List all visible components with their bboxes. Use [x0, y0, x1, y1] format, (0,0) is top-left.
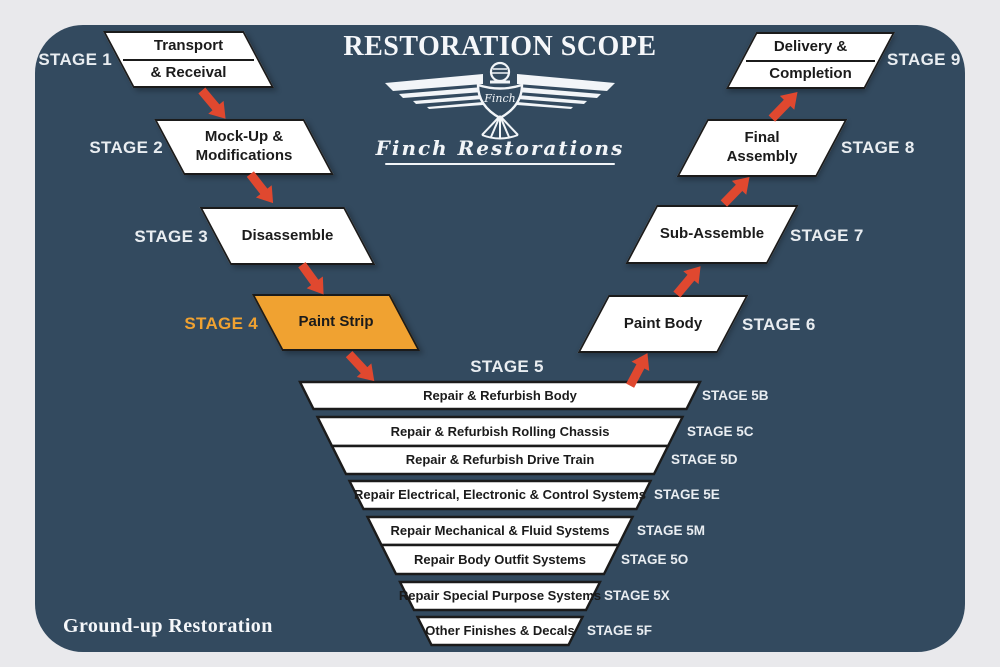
stage-3-box-text: Disassemble [241, 226, 334, 244]
funnel-row-shape-5E [347, 479, 653, 511]
funnel-row-title-5B: Repair & Refurbish Body [423, 388, 577, 403]
logo-tail [481, 115, 519, 140]
funnel-row-title-5E: Repair Electrical, Electronic & Control … [354, 487, 646, 502]
stage-7-box-text: Sub-Assemble [659, 225, 765, 243]
stage-6-box-text: Paint Body [623, 314, 703, 332]
funnel-row-label-5E: STAGE 5E [654, 487, 720, 502]
funnel-row-label-5B: STAGE 5B [702, 388, 769, 403]
arrow-stage-5-to-6 [620, 347, 657, 391]
stage-1-box: Transport & Receival [102, 31, 275, 88]
arrow-stage-7-to-8 [716, 169, 758, 212]
funnel-row-label-5D: STAGE 5D [671, 452, 738, 467]
funnel-row-shape-5D [330, 444, 670, 476]
stage-9-box-text-line1: Delivery & [773, 37, 848, 55]
arrow-stage-4-to-5 [341, 347, 383, 390]
stage-3-label: STAGE 3 [134, 227, 208, 246]
funnel-row-label-5M: STAGE 5M [637, 523, 706, 538]
logo-shield [476, 83, 524, 120]
arrow-stage-8-to-9 [764, 84, 806, 127]
stage-9-box: Delivery & Completion [725, 32, 896, 89]
funnel-row-title-5C: Repair & Refurbish Rolling Chassis [390, 424, 610, 439]
stage-1-box-divider [122, 58, 255, 61]
logo-script-text: Finch Restorations [375, 136, 625, 160]
footer-label: Ground-up Restoration [63, 615, 273, 637]
arrow-stage-3-to-4 [293, 258, 333, 302]
logo-shield-text: Finch [483, 92, 515, 105]
finch-bird-logo: Finch [385, 61, 615, 140]
funnel-row-title-5X: Repair Special Purpose Systems [398, 588, 602, 603]
stage-1-label: STAGE 1 [38, 50, 112, 69]
funnel-row-title-5F: Other Finishes & Decals [425, 623, 575, 638]
funnel-row-shape-5X [398, 580, 602, 612]
stage-7-box: Sub-Assemble [625, 205, 799, 264]
funnel-row-shape-5B [298, 380, 702, 411]
stage-1-box-text-line2: & Receival [150, 63, 227, 81]
stage-5-heading: STAGE 5 [470, 357, 544, 376]
funnel-row-label-5O: STAGE 5O [621, 552, 689, 567]
funnel-row-shape-5F [415, 615, 585, 647]
stage-2-box: Mock-Up & Modifications [154, 119, 334, 175]
funnel-row-title-5O: Repair Body Outfit Systems [414, 552, 586, 567]
stage-2-label: STAGE 2 [89, 138, 163, 157]
funnel-row-title-5D: Repair & Refurbish Drive Train [405, 452, 595, 467]
funnel-row-label-5F: STAGE 5F [587, 623, 653, 638]
funnel-row-title-5M: Repair Mechanical & Fluid Systems [390, 523, 610, 538]
stage-8-label: STAGE 8 [841, 138, 915, 157]
stage-6-label: STAGE 6 [742, 315, 816, 334]
stage-4-box-highlighted: Paint Strip [251, 294, 421, 351]
arrow-stage-2-to-3 [242, 167, 283, 210]
stage-4-label: STAGE 4 [184, 314, 258, 333]
funnel-shapes [298, 380, 702, 647]
stage-9-box-divider [745, 59, 876, 62]
stage-9-box-text-line2: Completion [769, 64, 852, 82]
funnel-row-label-5C: STAGE 5C [687, 424, 754, 439]
stage-8-box-text-line1: Final [744, 129, 780, 147]
funnel-row-label-5X: STAGE 5X [604, 588, 670, 603]
logo-underline [385, 163, 615, 165]
arrow-stage-6-to-7 [668, 258, 709, 301]
stage-8-box-text-line2: Assembly [726, 148, 798, 165]
stage-7-label: STAGE 7 [790, 226, 864, 245]
stage-2-box-text-line1: Mock-Up & [204, 128, 284, 146]
stage-3-box: Disassemble [199, 207, 376, 265]
stage-9-label: STAGE 9 [887, 50, 961, 69]
stage-1-box-text-line1: Transport [153, 36, 224, 54]
stage-6-box: Paint Body [577, 295, 749, 353]
stage-2-box-text-line2: Modifications [195, 147, 293, 164]
stage-4-box-text: Paint Strip [298, 313, 374, 331]
funnel-row-shape-5O [379, 543, 621, 576]
stage-8-box: Final Assembly [676, 119, 848, 177]
page-title: RESTORATION SCOPE [343, 31, 657, 62]
arrow-stage-1-to-2 [193, 83, 234, 126]
